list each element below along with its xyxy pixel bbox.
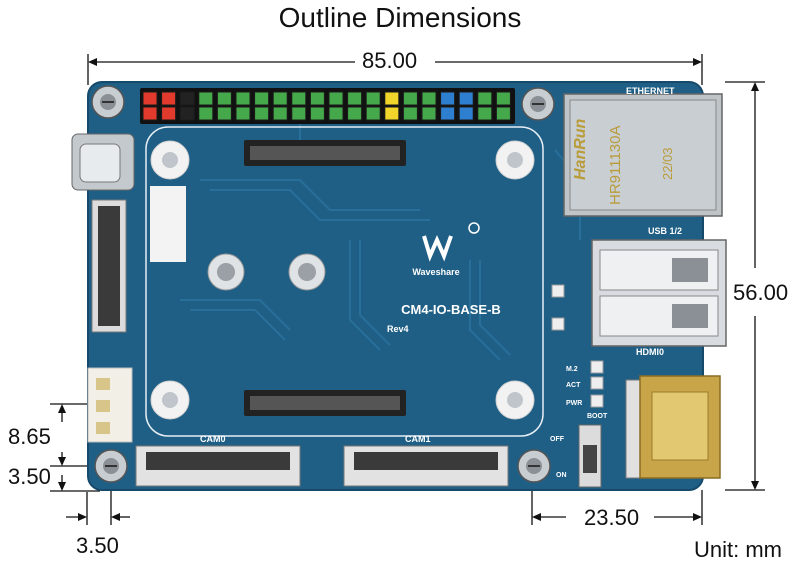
standoff [207,253,245,291]
gpio-pin [384,91,400,106]
on-label: ON [556,472,567,479]
usb-a-port [591,239,727,347]
cam1-label: CAM1 [405,434,431,444]
gpio-pin [142,106,158,121]
gpio-pin [402,106,418,121]
gpio-pin [309,106,325,121]
standoff [288,253,326,291]
mounting-hole [517,449,551,483]
gpio-pin [440,91,456,106]
gpio-header [140,88,515,124]
gpio-pin [421,91,437,106]
off-label: OFF [550,436,565,443]
boot-label: BOOT [587,413,608,420]
model-label: CM4-IO-BASE-B [401,302,501,317]
gpio-pin [365,91,381,106]
corner-horizontal-dimension: 3.50 [76,533,119,558]
boot-switch [578,424,602,488]
gpio-pin [161,106,177,121]
gpio-pin [272,91,288,106]
gpio-pin [495,106,511,121]
ethernet-jack: HanRun HR911130A 22/03 [563,93,723,217]
m2-led-label: M.2 [566,366,578,373]
hdmi-label: HDMI0 [636,347,664,357]
gpio-pin [309,91,325,106]
gpio-pin [291,91,307,106]
gpio-pin [216,106,232,121]
mounting-hole [91,85,125,119]
cm4-module-outline [145,126,544,437]
cam0-label: CAM0 [200,434,226,444]
gpio-pin [328,106,344,121]
hdmi-port [625,375,721,479]
gpio-pin [365,106,381,121]
gpio-pin [254,91,270,106]
width-dimension: 85.00 [362,48,418,73]
cm4-connector-top [244,140,406,166]
gpio-pin [458,106,474,121]
dimension-lines [50,54,765,525]
jack-model: HR911130A [607,126,624,206]
corner-vertical-dimension: 3.50 [8,464,51,489]
gpio-pin [272,106,288,121]
gpio-pin [161,91,177,106]
left-offset-dimension: 8.65 [8,424,51,449]
gpio-pin [347,91,363,106]
gpio-pin [198,91,214,106]
dimension-arrows [58,58,759,521]
height-dimension: 56.00 [733,280,789,305]
page-title: Outline Dimensions [278,2,522,33]
gpio-pin [458,91,474,106]
usb-label: USB 1/2 [648,226,682,236]
gpio-pin [477,91,493,106]
gpio-pin [384,106,400,121]
gpio-pin [402,91,418,106]
display-fpc-connector [91,199,127,333]
jack-code: 22/03 [660,147,675,180]
waveshare-logo [422,222,480,262]
gpio-pin [291,106,307,121]
cam1-connector [343,445,509,487]
gpio-pin [216,91,232,106]
cm4-connector-bottom [244,390,406,416]
jack-brand: HanRun [572,118,589,180]
gpio-pin [179,106,195,121]
gpio-pin [347,106,363,121]
gpio-pin [440,106,456,121]
gpio-pin [179,91,195,106]
revision-label: Rev4 [387,324,409,334]
label-area [150,186,186,262]
act-led-label: ACT [566,382,581,389]
gpio-pin [235,106,251,121]
gpio-pin [421,106,437,121]
ethernet-label: ETHERNET [626,86,675,96]
mounting-hole [94,449,128,483]
unit-label: Unit: mm [694,537,782,562]
gpio-pin [328,91,344,106]
pwr-led-label: PWR [566,400,582,407]
gpio-pin [254,106,270,121]
gpio-pin [142,91,158,106]
gpio-pin [495,91,511,106]
gpio-pin [477,106,493,121]
hdmi-offset-dimension: 23.50 [584,505,640,530]
cm4-pad-centers [162,152,523,408]
gpio-pin [198,106,214,121]
mounting-hole [521,87,555,121]
cam0-connector [135,445,301,487]
brand-label: Waveshare [412,267,459,277]
fan-header [87,367,133,443]
gpio-pin [235,91,251,106]
status-leds [551,284,604,408]
usb-c-port [71,133,135,191]
